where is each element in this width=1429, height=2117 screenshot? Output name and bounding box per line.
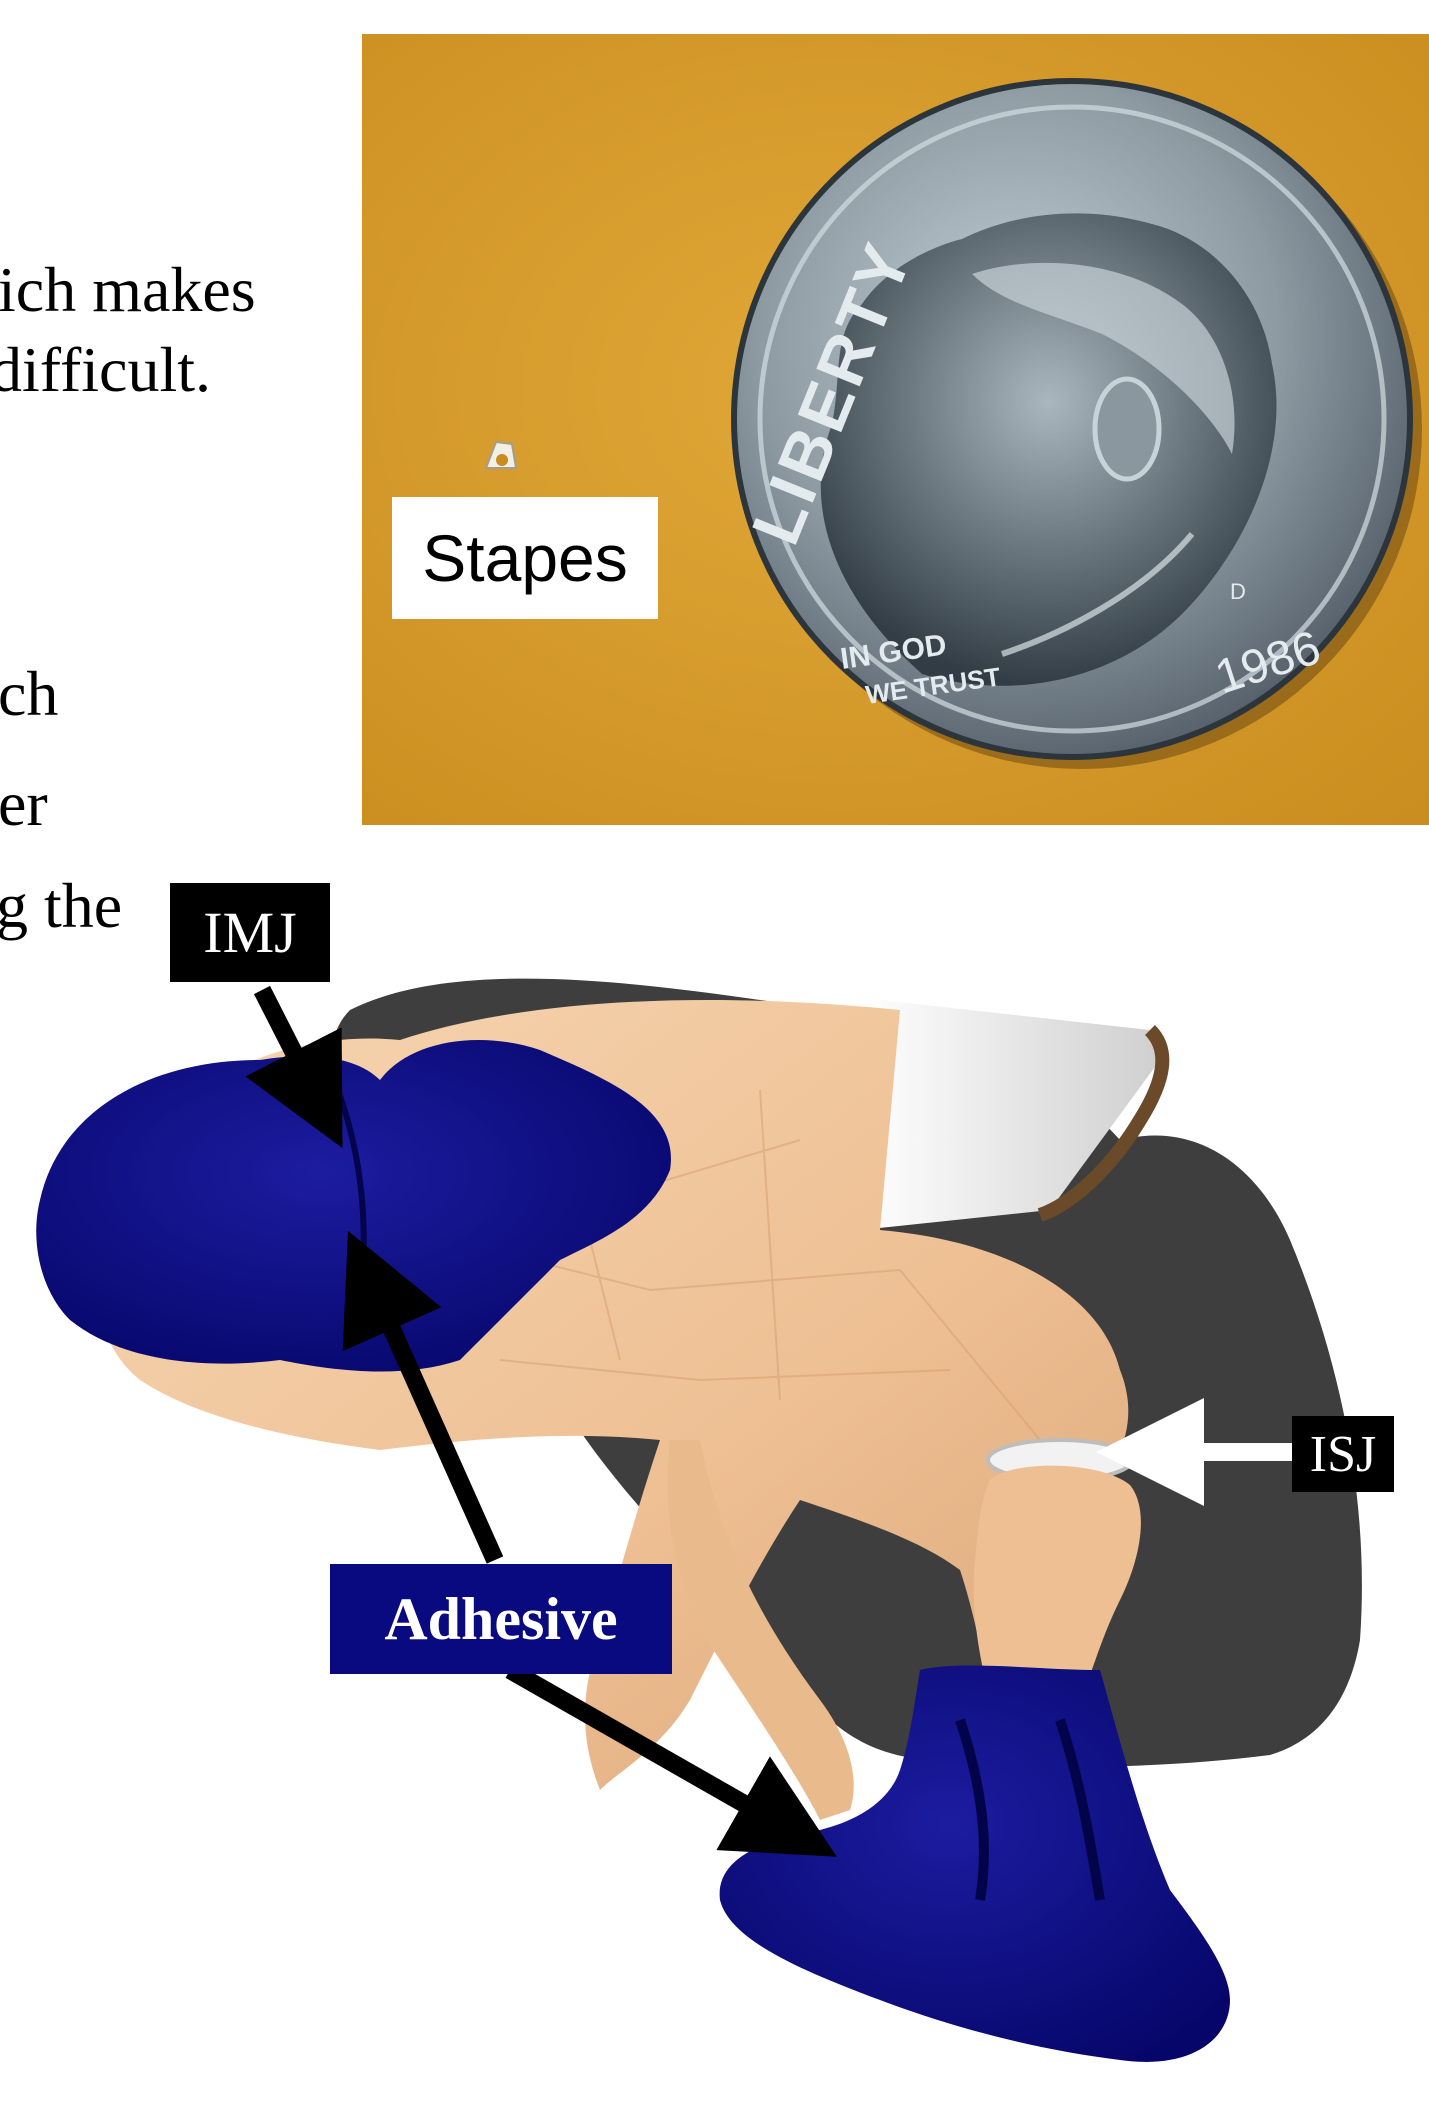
slide-text-line-1: ich makes: [0, 258, 256, 322]
stapes-label: Stapes: [392, 497, 658, 619]
slide-text-line-4: er: [0, 772, 48, 836]
ear: [1095, 379, 1159, 479]
coin-photo: LIBERTY IN GOD WE TRUST 1986 D: [362, 34, 1429, 825]
slide-text-line-5: g the: [0, 874, 122, 938]
slide-text-line-2: difficult.: [0, 338, 211, 402]
adhesive-label: Adhesive: [330, 1564, 672, 1674]
imj-label: IMJ: [170, 883, 330, 982]
isj-label: ISJ: [1292, 1416, 1394, 1492]
ossicle-model: [0, 940, 1429, 2117]
slide-text-line-3: ch: [0, 662, 58, 726]
coin-mint-mark: D: [1230, 579, 1246, 604]
